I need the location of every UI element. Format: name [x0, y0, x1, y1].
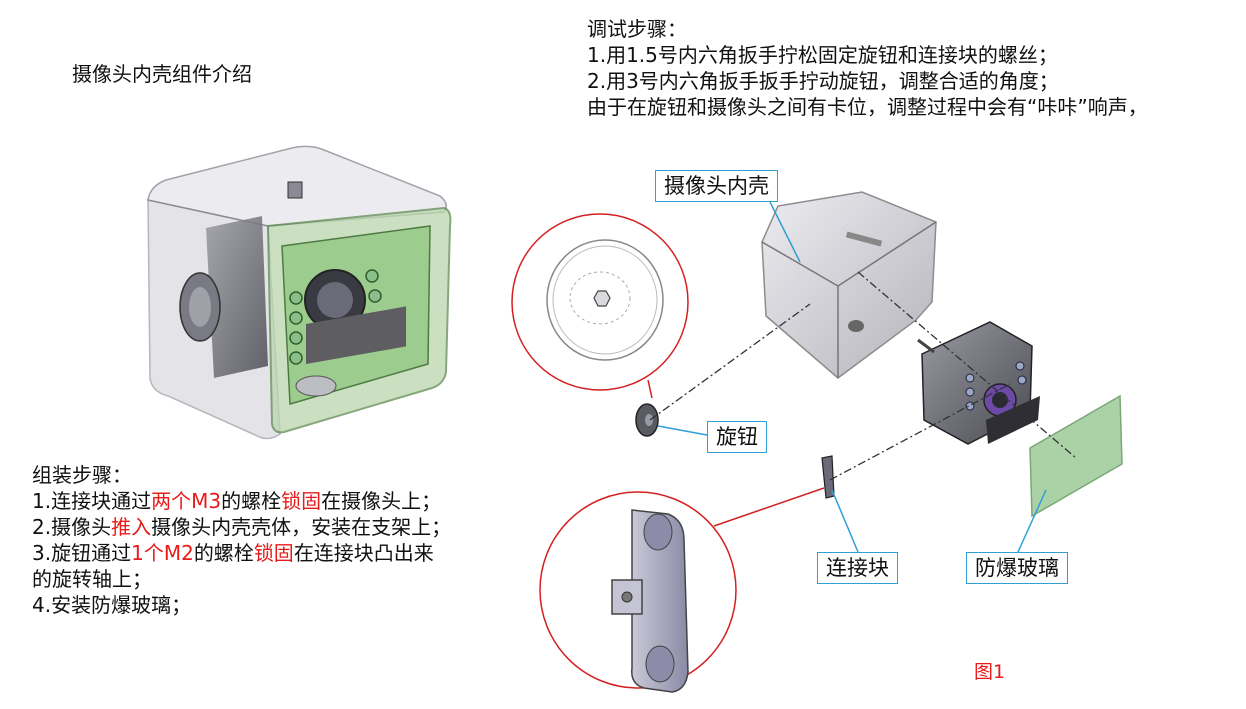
camera-module-part — [917, 321, 1040, 445]
callout-knob: 旋钮 — [707, 421, 767, 453]
step-highlight: 锁固 — [253, 541, 294, 565]
debug-step-line: 由于在旋钮和摄像头之间有卡位，调整过程中会有“咔咔”响声， — [587, 95, 1148, 119]
step-text: 的螺栓 — [221, 489, 282, 513]
step-text: 3.旋钮通过 — [32, 541, 132, 565]
assembly-steps-heading: 组装步骤： — [32, 463, 132, 487]
step-text: 在摄像头上； — [321, 489, 442, 513]
assembly-axis-lines — [649, 271, 1077, 481]
inner-shell-part — [761, 191, 937, 379]
step-text: 在连接块凸出来 — [293, 541, 434, 565]
assembly-steps: 组装步骤： 1.连接块通过两个M3的螺栓锁固在摄像头上； 2.摄像头推入摄像头内… — [32, 462, 451, 618]
knob-detail-view — [511, 213, 689, 399]
callout-explosion-proof-glass: 防爆玻璃 — [966, 552, 1068, 584]
step-text: 的螺栓 — [193, 541, 254, 565]
assembly-step-3-continued: 的旋转轴上； — [32, 567, 152, 591]
assembly-step-1: 1.连接块通过两个M3的螺栓锁固在摄像头上； — [32, 488, 451, 514]
step-text: 摄像头内壳壳体，安装在支架上； — [151, 515, 452, 539]
figure-label: 图1 — [974, 661, 1006, 683]
assembly-step-4: 4.安装防爆玻璃； — [32, 593, 192, 617]
assembly-step-2: 2.摄像头推入摄像头内壳壳体，安装在支架上； — [32, 514, 451, 540]
assembled-housing-render — [147, 145, 452, 440]
callout-leaders — [657, 201, 1047, 553]
page-title: 摄像头内壳组件介绍 — [72, 62, 252, 86]
step-text: 2.摄像头 — [32, 515, 112, 539]
step-highlight: 锁固 — [281, 489, 322, 513]
debug-steps-heading: 调试步骤： — [587, 17, 687, 41]
explosion-proof-glass-part — [1029, 394, 1123, 518]
step-highlight: 推入 — [111, 515, 152, 539]
step-highlight: 两个M3 — [151, 489, 222, 513]
debug-steps: 调试步骤： 1.用1.5号内六角扳手拧松固定旋钮和连接块的螺丝； 2.用3号内六… — [587, 16, 1148, 120]
assembly-step-3: 3.旋钮通过1个M2的螺栓锁固在连接块凸出来 — [32, 540, 451, 566]
callout-inner-shell: 摄像头内壳 — [655, 170, 778, 202]
debug-step-line: 2.用3号内六角扳手扳手拧动旋钮，调整合适的角度； — [587, 69, 1059, 93]
step-text: 1.连接块通过 — [32, 489, 152, 513]
knob-part — [635, 403, 659, 437]
connector-block-detail-view — [539, 487, 825, 693]
step-highlight: 1个M2 — [131, 541, 194, 565]
callout-connector-block: 连接块 — [817, 552, 898, 584]
debug-step-line: 1.用1.5号内六角扳手拧松固定旋钮和连接块的螺丝； — [587, 43, 1058, 67]
